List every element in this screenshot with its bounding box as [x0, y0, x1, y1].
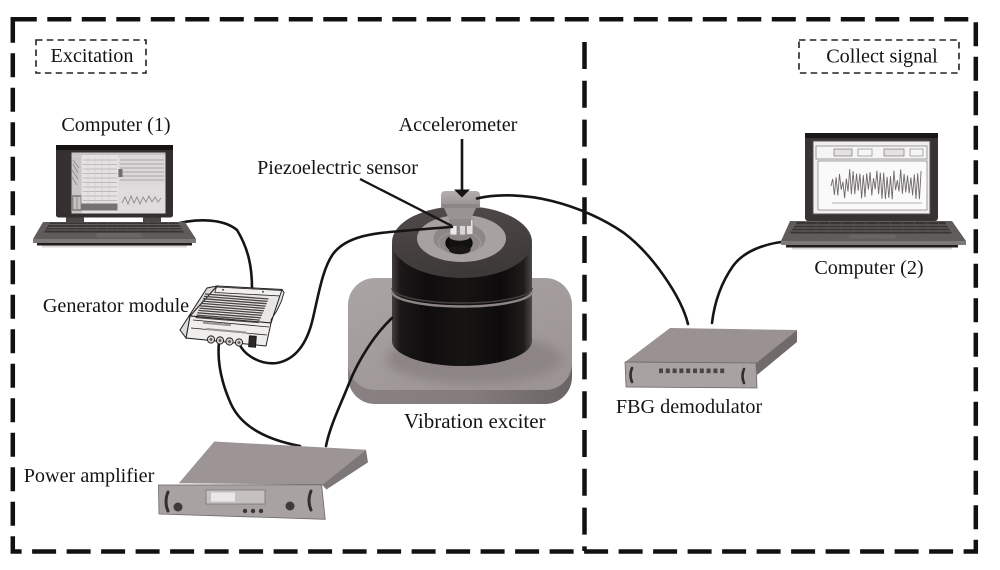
svg-text:Collect signal: Collect signal: [826, 46, 938, 68]
svg-text:Computer (1): Computer (1): [61, 114, 170, 136]
svg-text:Vibration exciter: Vibration exciter: [404, 409, 546, 433]
svg-text:FBG demodulator: FBG demodulator: [616, 396, 763, 418]
svg-text:Power amplifier: Power amplifier: [24, 465, 155, 487]
svg-text:Excitation: Excitation: [51, 45, 134, 67]
svg-text:Accelerometer: Accelerometer: [399, 114, 518, 136]
svg-text:Computer (2): Computer (2): [814, 257, 923, 279]
svg-text:Piezoelectric sensor: Piezoelectric sensor: [257, 157, 418, 179]
svg-text:Generator module: Generator module: [43, 295, 189, 317]
